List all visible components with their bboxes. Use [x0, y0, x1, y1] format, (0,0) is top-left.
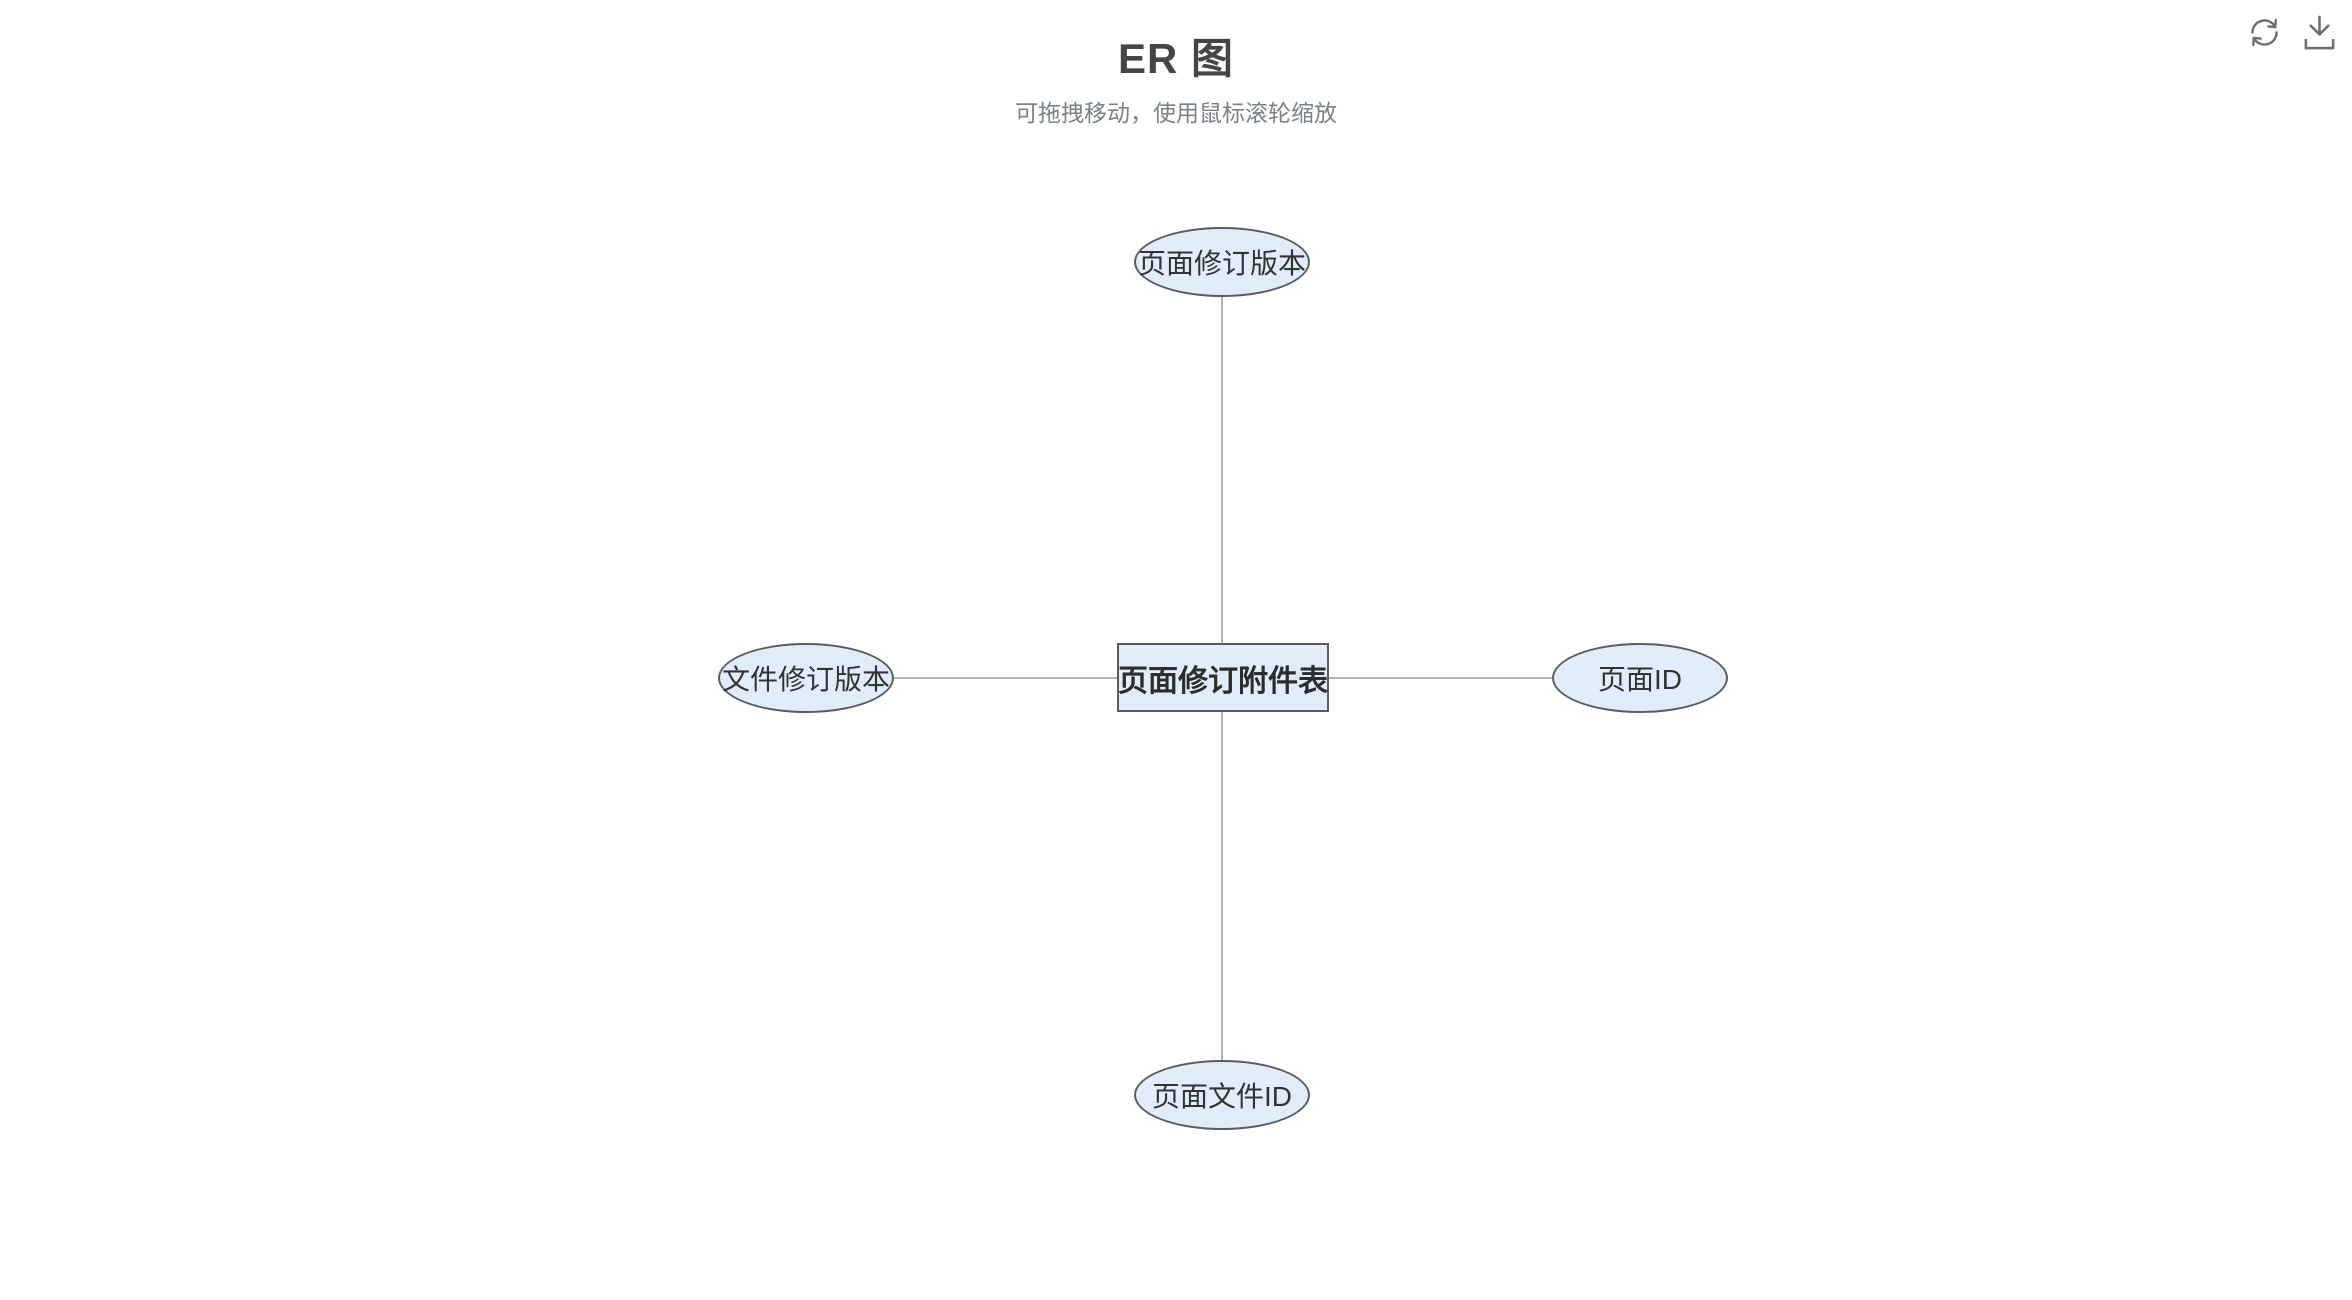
attribute-node-right[interactable]: 页面ID [1552, 643, 1728, 713]
attribute-label: 页面ID [1597, 664, 1682, 695]
attribute-label: 文件修订版本 [721, 664, 890, 695]
attribute-node-bottom[interactable]: 页面文件ID [1134, 1060, 1310, 1130]
diagram-header: ER 图 可拖拽移动，使用鼠标滚轮缩放 [0, 35, 2352, 128]
attribute-node-top[interactable]: 页面修订版本 [1134, 227, 1310, 297]
entity-label: 页面修订附件表 [1118, 664, 1328, 698]
toolbar [2245, 12, 2338, 52]
attribute-node-left[interactable]: 文件修订版本 [718, 643, 894, 713]
entity-node[interactable]: 页面修订附件表 [1117, 643, 1329, 712]
attribute-label: 页面文件ID [1151, 1081, 1292, 1112]
refresh-button[interactable] [2245, 12, 2283, 52]
download-button[interactable] [2300, 12, 2338, 52]
refresh-icon [2246, 14, 2283, 51]
attribute-label: 页面修订版本 [1137, 248, 1306, 279]
download-icon [2301, 13, 2338, 52]
page-title: ER 图 [1117, 35, 1234, 82]
page-subtitle: 可拖拽移动，使用鼠标滚轮缩放 [1015, 100, 1337, 127]
